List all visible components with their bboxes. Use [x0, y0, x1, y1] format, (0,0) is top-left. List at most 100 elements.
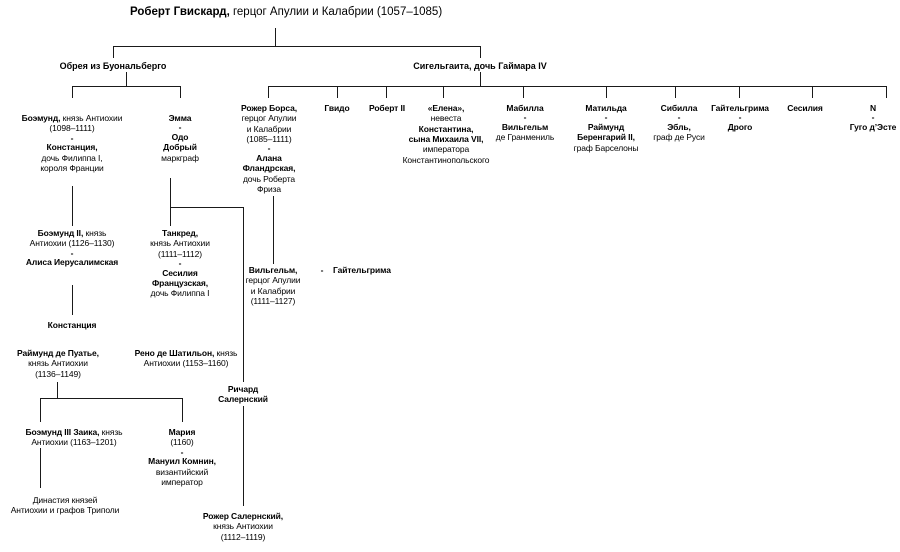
renaud-title: князь	[214, 348, 238, 358]
connector-emma-to-tancred	[170, 178, 171, 226]
connector-drop-child-7	[675, 86, 676, 98]
william-name: Вильгельм,	[248, 265, 298, 275]
connector-drop-child-4	[443, 86, 444, 98]
connector-drop-child-2	[337, 86, 338, 98]
child-5-name: Мабилла	[506, 103, 544, 113]
connector-drop-child-10	[886, 86, 887, 98]
dynasty-line2: Антиохии и графов Триполи	[10, 505, 120, 516]
child-9-name: Сесилия	[787, 103, 823, 113]
child-1-name: Рожер Борса,	[241, 103, 297, 113]
child-4-name: «Елена»,	[427, 103, 465, 113]
connector-sigelgaita-bar	[268, 86, 886, 87]
connector-drop-boemund3	[40, 398, 41, 422]
maria-marriage-dash: -	[180, 446, 184, 457]
child-5-spouse-1: Вильгельм	[501, 121, 549, 132]
node-richard-salerno: Ричард Салернский	[196, 384, 290, 405]
maria-spouse-desc1: византийский	[155, 466, 209, 477]
roger-salerno-dates: (1112–1119)	[220, 531, 266, 542]
tancred-spouse-desc: дочь Филиппа I	[150, 288, 210, 299]
child-6-marriage-dash: -	[604, 112, 608, 123]
connector-roger-borsa-to-william	[273, 196, 274, 264]
william-dates: (1111–1127)	[250, 296, 296, 307]
boemund2-title: князь	[83, 228, 107, 238]
william-title2: и Калабрии	[250, 285, 296, 296]
child-1-spouse-desc-1: дочь Роберта	[242, 173, 296, 184]
boemund1-spouse-name: Констанция,	[46, 142, 98, 153]
node-emma: Эмма - Одо Добрый маркграф	[140, 113, 220, 163]
richard-surname: Салернский	[218, 394, 268, 405]
boemund3-name: Боэмунд III Заика,	[25, 427, 100, 437]
william-spouse-name: Гайтельгрима	[333, 265, 391, 275]
william-marriage-dash: -	[320, 265, 324, 275]
connector-spouses-bar	[113, 46, 481, 47]
connector-obrea-stem	[126, 72, 127, 86]
node-roger-salerno: Рожер Салернский, князь Антиохии (1112–1…	[178, 511, 308, 542]
spouse-left-label: Обрея из Буональберго	[59, 61, 167, 71]
boemund1-name: Боэмунд,	[21, 113, 61, 123]
maria-spouse-name: Мануил Комнин,	[148, 456, 216, 467]
connector-richard-to-roger	[243, 406, 244, 506]
child-6-name: Матильда	[585, 103, 627, 113]
node-child-3: Роберт II	[356, 103, 418, 113]
connector-drop-left-spouse	[113, 46, 114, 58]
child-1-sub-2: и Калабрии	[246, 123, 292, 134]
child-4-spouse-desc-1: императора	[422, 144, 470, 155]
child-4-sub-1: невеста	[430, 113, 462, 124]
renaud-dates: Антиохии (1153–1160)	[143, 358, 229, 369]
roger-salerno-title: князь Антиохии	[213, 521, 273, 532]
node-maria: Мария (1160) - Мануил Комнин, византийск…	[132, 427, 232, 487]
child-6-spouse-desc-1: граф Барселоны	[573, 142, 639, 153]
node-renaud-chatillon: Рено де Шатильон, князь Антиохии (1153–1…	[118, 348, 254, 369]
connector-title-stem	[275, 28, 276, 46]
connector-drop-child-1	[268, 86, 269, 98]
node-tancred: Танкред, князь Антиохии (1111–1112) - Се…	[132, 228, 228, 299]
connector-boemund1-to-boemund2	[72, 186, 73, 226]
boemund1-dates: (1098–1111)	[49, 123, 95, 134]
boemund1-marriage-dash: -	[70, 132, 74, 143]
child-4-spouse-1: Константина,	[418, 123, 474, 134]
connector-alisa-to-constance	[72, 285, 73, 315]
william-title1: герцог Апулии	[245, 275, 301, 286]
child-10-marriage-dash: -	[871, 112, 875, 123]
child-8-spouse-1: Дрого	[727, 121, 753, 132]
child-5-marriage-dash: -	[523, 112, 527, 123]
tancred-spouse-name: Сесилия	[162, 267, 198, 278]
raymond-name: Раймунд де Пуатье,	[17, 348, 99, 358]
child-1-spouse-1: Алана	[256, 152, 282, 163]
title-subtitle: герцог Апулии и Калабрии (1057–1085)	[229, 6, 443, 18]
child-4-spouse-2: сына Михаила VII,	[408, 134, 484, 145]
node-william-spouse: Гайтельгрима	[333, 265, 423, 275]
node-boemund-i: Боэмунд, князь Антиохии (1098–1111) - Ко…	[0, 113, 144, 173]
node-child-9: Сесилия	[776, 103, 834, 113]
constance-name: Констанция	[47, 320, 97, 330]
boemund1-spouse-desc1: дочь Филиппа I,	[41, 152, 103, 163]
raymond-dates: (1136–1149)	[35, 368, 81, 379]
emma-spouse-title: маркграф	[161, 152, 199, 163]
tancred-spouse-name2: Французская,	[152, 277, 208, 288]
emma-name: Эмма	[168, 113, 192, 123]
child-1-spouse-2: Фландрская,	[242, 163, 296, 174]
boemund3-title: князь	[99, 427, 123, 437]
child-4-spouse-desc-2: Константинопольского	[402, 154, 490, 165]
title-name: Роберт Гвискард,	[130, 6, 230, 18]
node-boemund-ii: Боэмунд II, князь Антиохии (1126–1130) -…	[0, 228, 144, 268]
node-child-10: N-Гуго д’Эсте	[845, 103, 900, 132]
connector-drop-child-5	[523, 86, 524, 98]
child-8-marriage-dash: -	[738, 112, 742, 123]
boemund2-marriage-dash: -	[70, 247, 74, 258]
tancred-dates: (1111–1112)	[158, 248, 202, 259]
connector-drop-child-6	[606, 86, 607, 98]
child-3-name: Роберт II	[368, 103, 406, 113]
connector-raymond-stem	[57, 382, 58, 398]
connector-drop-child-3	[386, 86, 387, 98]
richard-name: Ричард	[227, 384, 259, 394]
page-title: Роберт Гвискард, герцог Апулии и Калабри…	[130, 6, 442, 18]
child-5-spouse-desc-1: де Гранмениль	[495, 132, 555, 143]
child-1-sub-1: герцог Апулии	[241, 113, 297, 124]
child-7-marriage-dash: -	[677, 112, 681, 123]
child-8-name: Гайтельгрима	[711, 103, 769, 113]
